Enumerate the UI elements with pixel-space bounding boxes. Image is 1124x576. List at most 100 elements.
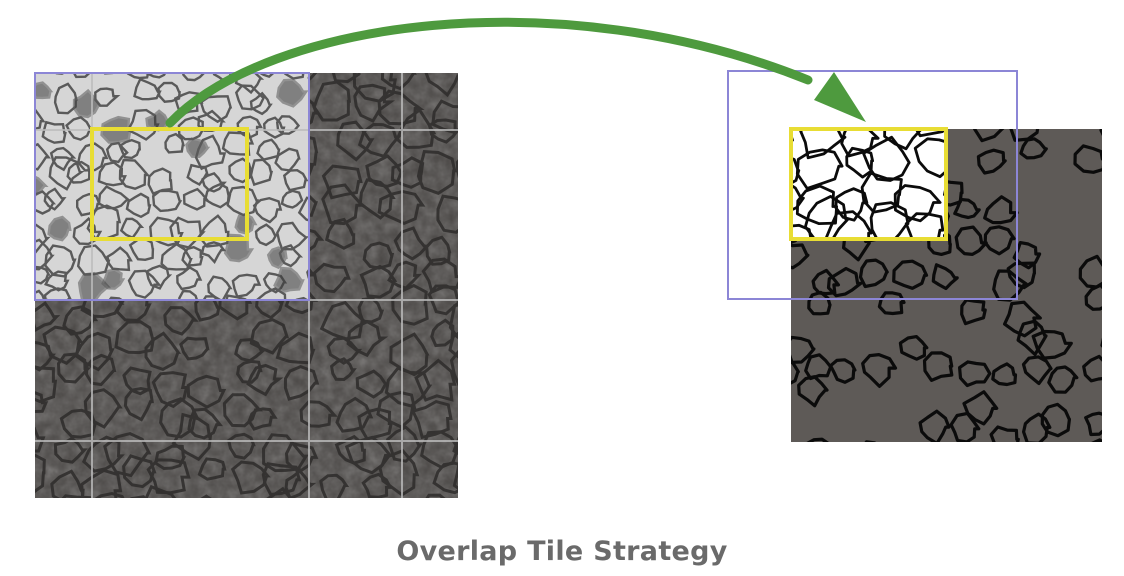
cell-membrane xyxy=(913,137,946,179)
cell-membrane xyxy=(200,241,227,264)
cell-membrane xyxy=(436,194,458,234)
cell-membrane xyxy=(378,448,420,497)
output-segmentation-map xyxy=(791,129,1124,442)
cell-membrane xyxy=(122,366,152,396)
cell-membrane xyxy=(81,435,125,473)
cell-membrane xyxy=(449,349,458,387)
cell-membrane xyxy=(869,201,910,239)
cell-membrane xyxy=(989,425,1020,442)
cell-membrane xyxy=(35,223,51,255)
cell-membrane xyxy=(1047,365,1079,394)
input-em-image xyxy=(35,62,502,498)
cell-membrane xyxy=(983,225,1016,256)
cell-membrane xyxy=(133,77,162,101)
cell-membrane xyxy=(949,411,981,442)
cell-membrane xyxy=(236,359,263,384)
cell-membrane xyxy=(119,217,145,240)
cell-membrane xyxy=(1031,329,1073,360)
cell-membrane xyxy=(424,73,458,98)
cell-membrane xyxy=(1116,254,1124,283)
cell-membrane xyxy=(101,268,126,290)
cell-membrane xyxy=(35,453,46,493)
cell-membrane xyxy=(834,187,869,222)
cell-membrane xyxy=(954,225,988,256)
output-region-box xyxy=(727,70,1018,300)
cell-membrane xyxy=(860,171,903,214)
cell-membrane xyxy=(83,388,123,429)
cell-membrane xyxy=(144,331,182,372)
cell-membrane xyxy=(467,103,499,131)
cell-membrane xyxy=(1022,412,1052,442)
cell-membrane xyxy=(960,298,987,326)
cell-membrane xyxy=(864,440,877,442)
cell-membrane xyxy=(207,275,233,300)
cell-membrane xyxy=(72,216,103,246)
cell-membrane xyxy=(247,407,278,431)
cell-membrane xyxy=(66,160,91,184)
cell-membrane xyxy=(178,289,199,300)
cell-membrane xyxy=(151,371,189,409)
cell-membrane xyxy=(246,363,284,397)
cell-membrane xyxy=(376,390,417,429)
cell-membrane xyxy=(282,73,305,80)
cell-membrane xyxy=(194,134,227,171)
cell-membrane xyxy=(282,168,309,192)
cell-membrane xyxy=(53,436,88,464)
cell-membrane xyxy=(223,233,255,263)
cell-membrane xyxy=(357,297,385,324)
cell-membrane xyxy=(47,215,72,242)
cell-membrane xyxy=(427,118,458,144)
cell-membrane xyxy=(425,493,446,498)
cell-membrane xyxy=(791,243,810,270)
cell-membrane xyxy=(1106,215,1124,238)
cell-membrane xyxy=(470,62,499,90)
cell-membrane xyxy=(97,185,131,210)
cell-membrane xyxy=(811,268,840,296)
cell-membrane xyxy=(164,132,185,154)
cell-membrane xyxy=(186,163,209,187)
cell-membrane xyxy=(160,242,193,271)
cell-membrane xyxy=(858,258,889,289)
cell-membrane xyxy=(346,320,389,358)
cell-membrane xyxy=(1009,129,1040,142)
cell-membrane xyxy=(35,265,51,285)
cell-membrane xyxy=(476,406,502,434)
cell-membrane xyxy=(80,468,123,498)
cell-membrane xyxy=(892,259,929,290)
cell-membrane xyxy=(72,73,92,79)
cell-membrane xyxy=(953,197,981,220)
cell-membrane xyxy=(35,175,49,198)
cell-membrane xyxy=(1100,337,1102,348)
cell-membrane xyxy=(163,306,199,336)
cell-membrane xyxy=(186,374,227,409)
cell-membrane xyxy=(222,393,263,428)
cell-membrane xyxy=(130,495,147,498)
cell-membrane xyxy=(43,287,73,300)
cell-membrane xyxy=(284,469,317,498)
input-tile-highlight xyxy=(35,73,309,300)
cell-membrane xyxy=(257,73,275,79)
cell-membrane xyxy=(127,269,162,299)
cell-membrane xyxy=(976,148,1007,175)
cell-membrane xyxy=(273,266,305,294)
cell-membrane xyxy=(194,293,221,322)
cell-membrane xyxy=(306,267,309,282)
cell-membrane xyxy=(427,284,458,316)
cell-membrane xyxy=(157,81,181,103)
cell-membrane xyxy=(48,156,85,191)
cell-membrane xyxy=(795,148,844,190)
cell-membrane xyxy=(983,195,1019,225)
cell-membrane xyxy=(321,183,366,226)
cell-membrane xyxy=(35,81,54,100)
cell-membrane xyxy=(118,158,151,190)
cell-membrane xyxy=(1021,355,1053,386)
cell-membrane xyxy=(249,91,273,116)
cell-membrane xyxy=(452,436,458,456)
cell-membrane xyxy=(297,196,309,222)
cell-membrane xyxy=(416,150,457,195)
cell-membrane xyxy=(255,287,287,300)
cell-membrane xyxy=(203,182,232,209)
cell-membrane xyxy=(387,260,422,290)
cell-membrane xyxy=(146,458,191,495)
